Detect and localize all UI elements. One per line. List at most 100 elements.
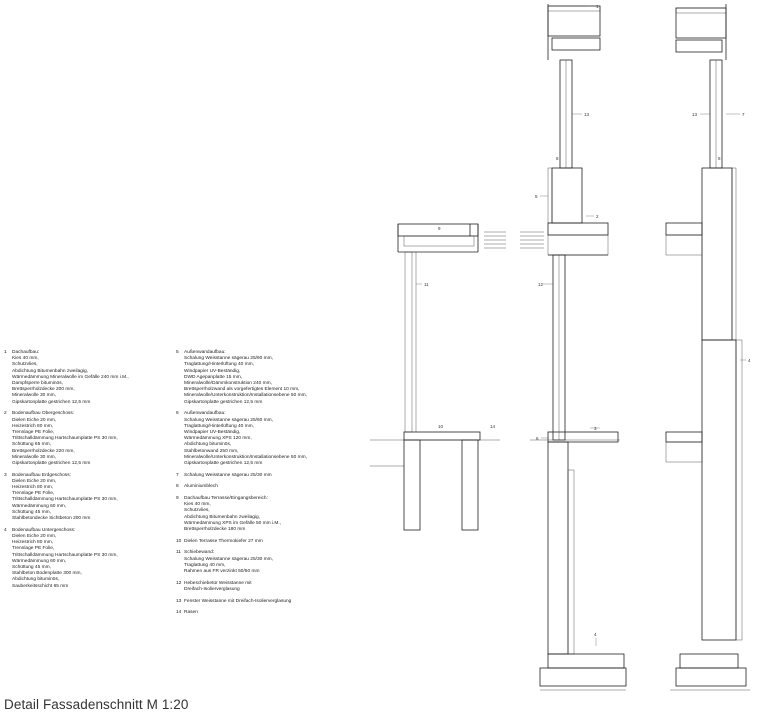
- callout-8: 8: [556, 156, 559, 161]
- legend-entry-line: Kies 40 mm,: [184, 502, 211, 508]
- legend-entry-line: Gipskartonplatte gestrichen 12,5 mm: [12, 460, 91, 466]
- legend-entry-line: Schüttung 45 mm,: [12, 565, 51, 570]
- legend-entry-number: 5: [176, 350, 179, 355]
- legend-entry-line: Traglattung 40 mm,: [184, 562, 226, 568]
- legend-entry: 4 Bodenaufbau Untergeschoss:Dielen Eiche …: [4, 528, 174, 590]
- callout-2: 2: [596, 214, 599, 219]
- legend-entry-line: Schiebewand:: [184, 550, 215, 556]
- legend-entry-line: Dielen Eiche 20 mm,: [12, 533, 57, 539]
- legend-entry-line: Gipskartonplatte gestrichen 12,5 mm: [184, 399, 263, 405]
- legend-entry-line: Bodenaufbau Erdgeschoss:: [12, 472, 71, 478]
- legend-entry-line: Rahmen aus FR verzinkt 50/50 mm: [184, 569, 260, 575]
- legend-entry-line: Heizestrich 80 mm,: [12, 540, 54, 546]
- legend-entry-line: Bodenaufbau Untergeschoss:: [12, 527, 76, 533]
- callout-14: 14: [490, 424, 496, 429]
- legend-entry-line: Trittschalldämmung Hartschaumplatte PS 3…: [12, 497, 118, 503]
- legend-entry-line: Mineralwolle/Unterkonstruktion/Installat…: [184, 454, 307, 460]
- callouts: 1 2 3 4 4 5 6 7 8 8 9 10 11 12 13 13 14: [416, 4, 751, 646]
- callout-3: 3: [594, 426, 597, 431]
- legend-entry-line: Brettsperrholzdecke 180 mm: [184, 527, 246, 533]
- callout-6: 6: [536, 436, 539, 441]
- callout-13b: 13: [692, 112, 698, 117]
- legend-entry-line: Stahlbeton Bodenplatte 300 mm,: [12, 571, 82, 577]
- right-section: [665, 4, 750, 691]
- legend-entry-line: Dampfsperre bituminös,: [12, 381, 63, 387]
- legend-entry-line: Brettsperrholzwand als vorgefertigtes El…: [184, 387, 300, 393]
- legend-entry-line: Mineralwolle/Dämmkonstruktion 240 mm,: [184, 381, 272, 387]
- legend-entry-line: Dielen Eiche 20 mm,: [12, 478, 57, 484]
- legend-entry-line: Wärmedämmung Mineralwolle im Gefälle 240…: [12, 374, 129, 380]
- legend-entry-line: Schalung Weisstanne sägerau 25/30 mm,: [184, 556, 273, 562]
- legend-entry-line: Dachaufbau Terrasse/Eingangsbereich:: [184, 496, 268, 502]
- legend-entry-line: Traglattung/Hinterlüftung 40 mm,: [184, 423, 254, 429]
- legend-entry-line: Windpapier UV-Beständig,: [184, 429, 241, 435]
- legend-entry-line: Außenwandaufbau:: [184, 350, 226, 355]
- callout-10: 10: [438, 424, 444, 429]
- legend-entry-line: Sauberkeitsschicht 65 mm: [12, 583, 69, 589]
- legend-entry-number: 2: [4, 411, 7, 417]
- callout-12: 12: [538, 282, 544, 287]
- legend-entry: 8 Aluminiumblech: [176, 484, 366, 490]
- legend-entry-line: Aluminiumblech: [184, 484, 218, 490]
- legend-entry-line: Bodenaufbau Obergeschoss:: [12, 411, 75, 417]
- legend-entry-line: Abdichtung bituminös,: [184, 442, 232, 448]
- legend-entry: 9 Dachaufbau Terrasse/Eingangsbereich:Kie…: [176, 496, 366, 533]
- legend-entry-line: Kies 40 mm,: [12, 356, 39, 362]
- legend-entry-line: Hebeschiebetür Weisstanne mit: [184, 580, 252, 586]
- legend-entry-number: 6: [176, 411, 179, 417]
- legend-entry-line: Rasen: [184, 610, 198, 616]
- legend-entry-line: Wärmedämmung 60 mm,: [12, 503, 67, 509]
- legend-entry-line: Stahlbetondecke Sichtbeton 200 mm: [12, 516, 91, 522]
- callout-4b: 4: [748, 358, 751, 363]
- callout-1: 1: [596, 4, 599, 9]
- callout-4: 4: [594, 632, 597, 637]
- legend-entry-line: Schalung Weisstanne sägerau 25/60 mm,: [184, 356, 273, 362]
- legend-entry-line: Traglattung/Hinterlüftung 40 mm,: [184, 362, 254, 368]
- callout-13: 13: [584, 112, 590, 117]
- legend-entry-number: 7: [176, 472, 179, 478]
- legend-entry-number: 14: [176, 610, 182, 616]
- legend-entry-line: Mineralwolle 30 mm,: [12, 393, 56, 399]
- legend-entry-line: Trittschalldämmung Hartschaumplatte PS 3…: [12, 552, 118, 558]
- legend-entry-line: Mineralwolle/Unterkonstruktion/Installat…: [184, 393, 307, 399]
- legend-entry-line: Trennlage PE Folie,: [12, 546, 55, 552]
- legend-entry-line: Schüttung 65 mm,: [12, 442, 51, 448]
- legend-entry-line: Schüttung 45 mm,: [12, 509, 51, 515]
- legend-entry-line: Wärmedämmung XPS 120 mm,: [184, 436, 252, 442]
- callout-8b: 8: [718, 156, 721, 161]
- legend-entry-line: Trennlage PE Folie,: [12, 491, 55, 497]
- legend-entry-line: Schutzvlies,: [12, 362, 38, 368]
- legend-entry-line: Trennlage PE Folie,: [12, 429, 55, 435]
- legend-entry-line: Wärmedämmung XPS im Gefälle 50 mm i.M.,: [184, 520, 282, 526]
- callout-9: 9: [438, 226, 441, 231]
- legend-entry-line: Brettsperrholzdecke 200 mm,: [12, 387, 75, 393]
- legend-entry-line: Schalung Weisstanne sägerau 25/60 mm,: [184, 417, 273, 423]
- callout-5: 5: [535, 194, 538, 199]
- legend-entry-line: Brettsperrholzdecke 220 mm,: [12, 448, 75, 454]
- callout-7: 7: [742, 112, 745, 117]
- legend-entry-line: Heizestrich 80 mm,: [12, 485, 54, 491]
- drawing-title: Detail Fassadenschnitt M 1:20: [4, 697, 189, 712]
- legend-entry-number: 8: [176, 484, 179, 490]
- legend-entry-number: 13: [176, 598, 182, 604]
- legend-entry-number: 9: [176, 496, 179, 502]
- middle-section: [530, 4, 627, 691]
- legend-entry-line: Abdichtung bituminös,: [12, 577, 60, 583]
- legend-entry-number: 4: [4, 527, 7, 533]
- legend-entry-number: 10: [176, 538, 182, 544]
- legend-entry-line: Schalung Weisstanne sägerau 25/30 mm: [184, 472, 272, 478]
- legend-entry-line: Abdichtung Bitumenbahn zweilagig,: [184, 514, 261, 520]
- legend-entry-line: Gipskartonplatte gestrichen 12,5 mm: [12, 399, 91, 405]
- legend-entry-number: 12: [176, 580, 182, 586]
- callout-11: 11: [424, 282, 429, 287]
- legend-entry-line: Windpapier UV-Beständig,: [184, 368, 241, 374]
